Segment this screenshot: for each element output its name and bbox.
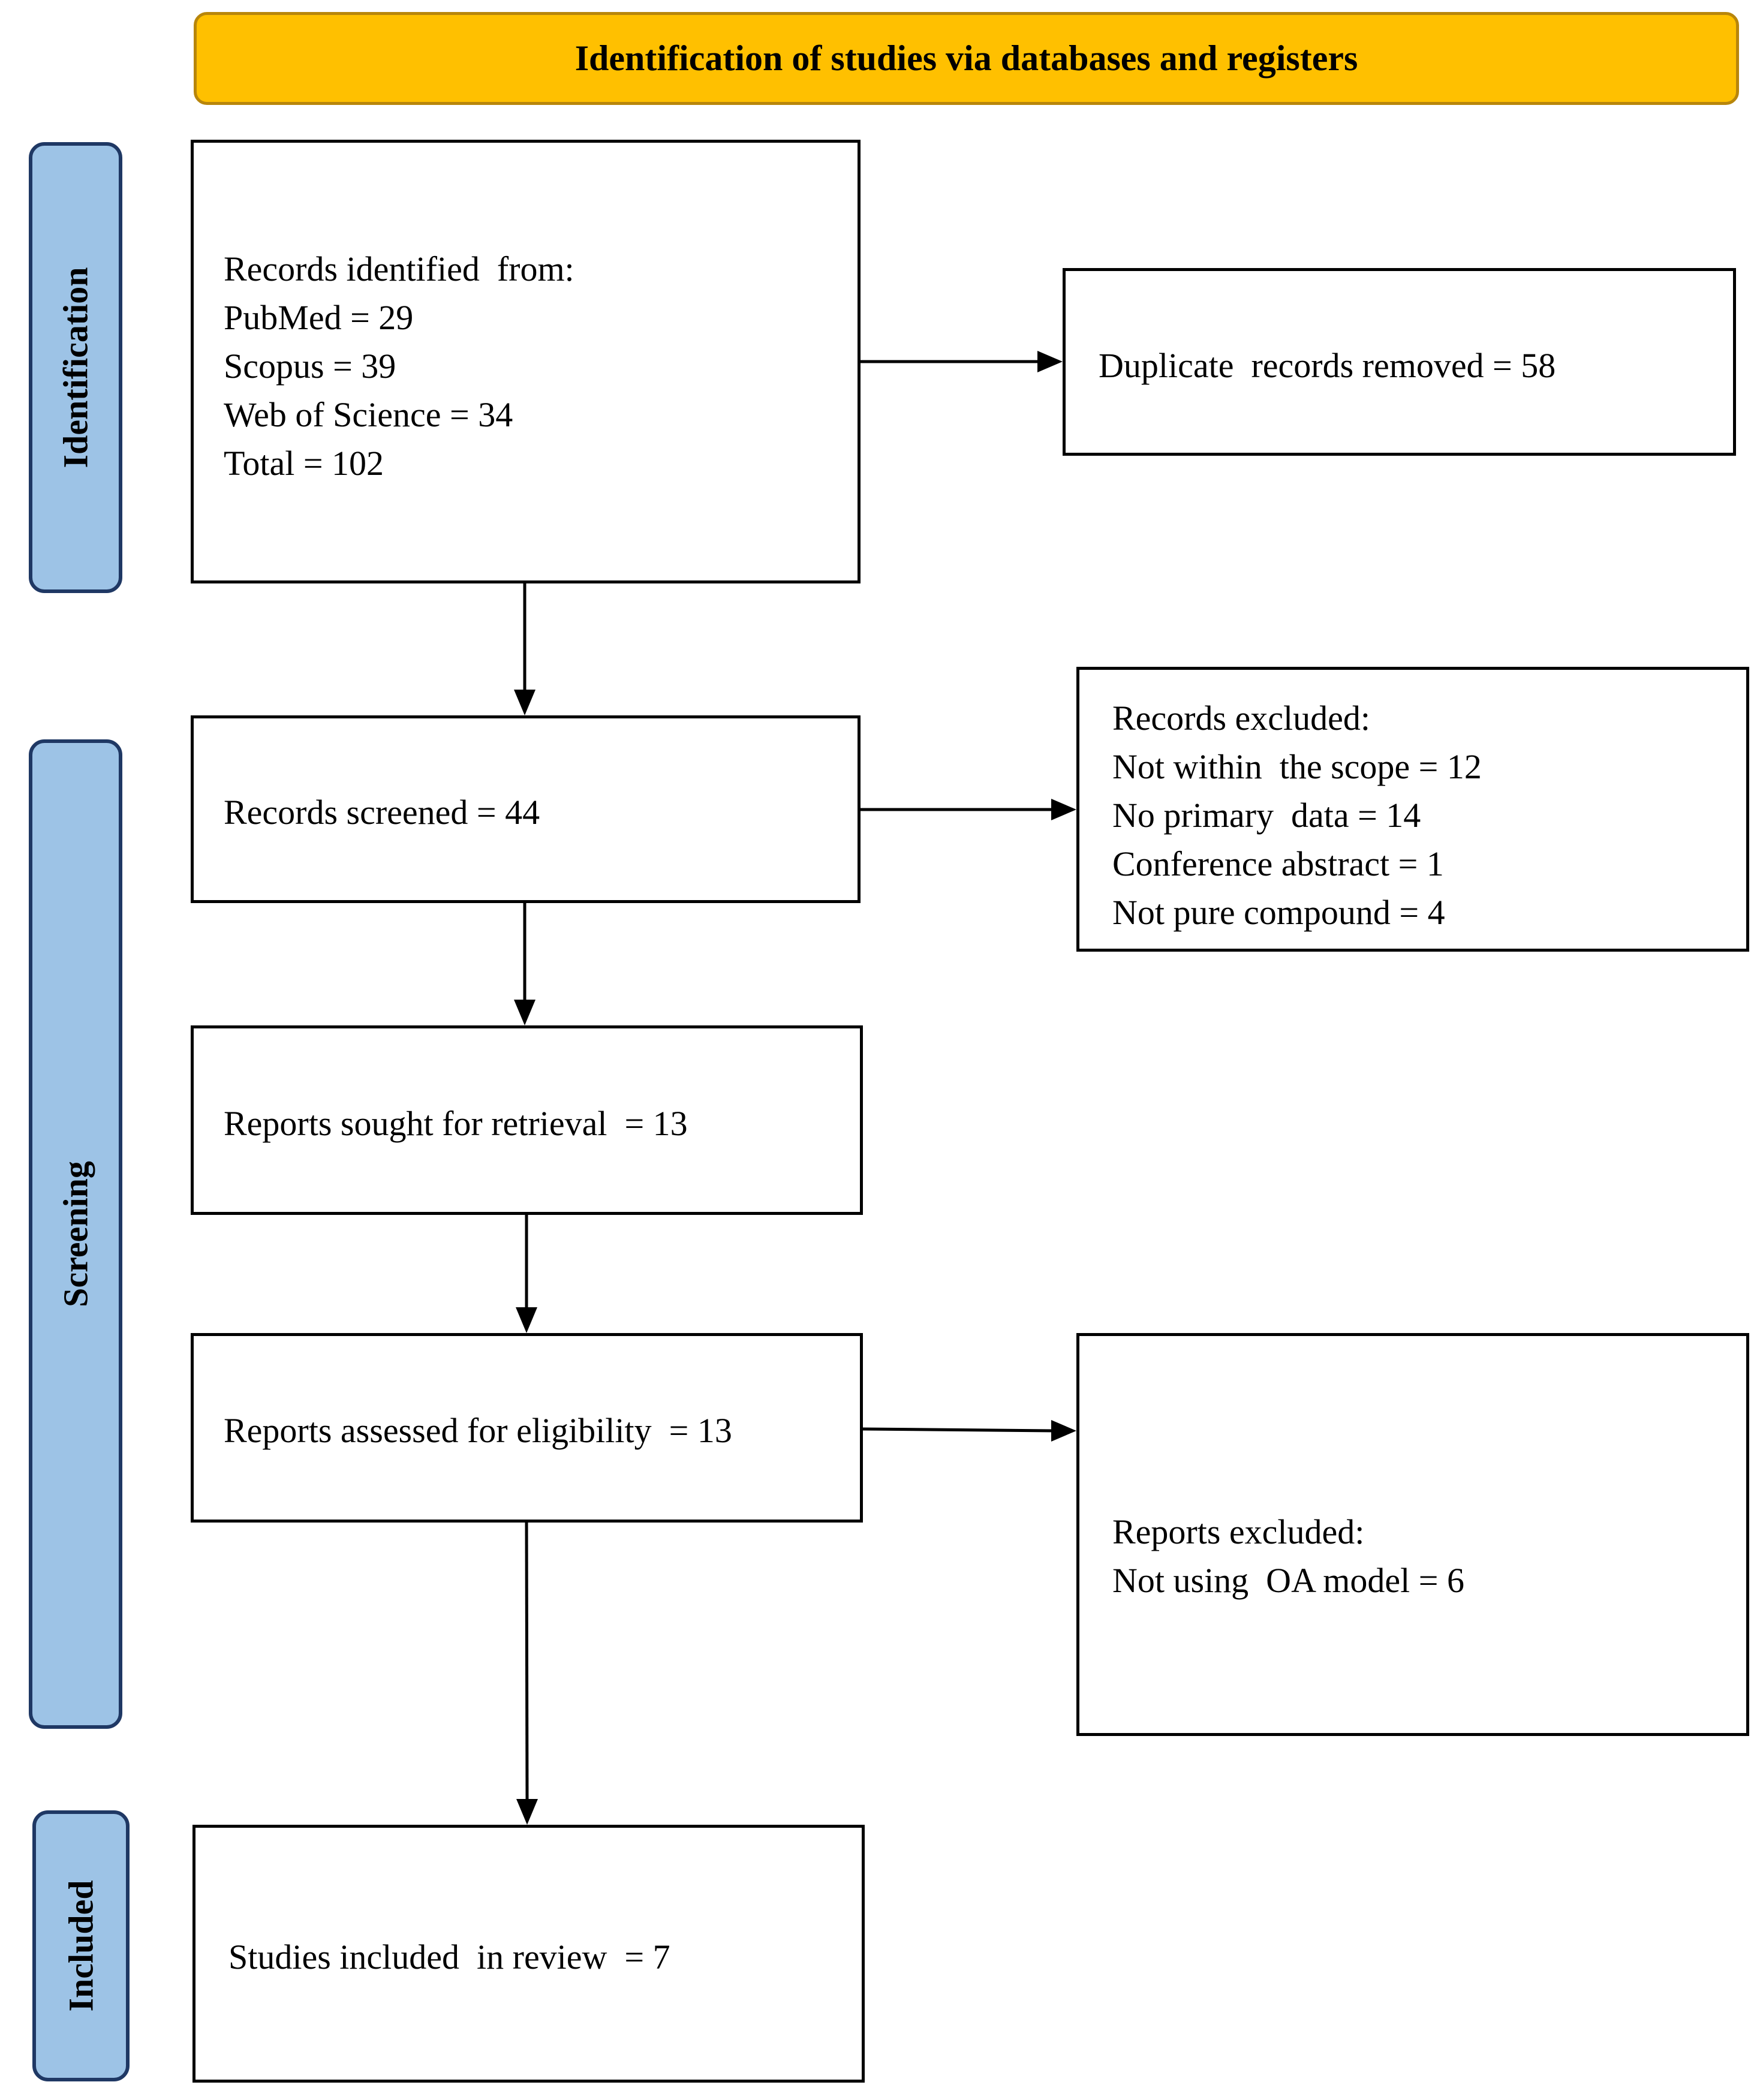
arrowhead-screened	[514, 690, 535, 715]
pubmed-count: PubMed = 29	[224, 298, 414, 337]
reports-excluded-box: Reports excluded: Not using OA model = 6	[1076, 1333, 1749, 1736]
web-of-science-count: Web of Science = 34	[224, 395, 513, 434]
excluded-not-using-oa-model: Not using OA model = 6	[1112, 1561, 1464, 1600]
arrowhead-duplicates	[1037, 351, 1063, 372]
records-identified-box: Records identified from: PubMed = 29 Sco…	[191, 140, 861, 583]
reports-assessed-box: Reports assessed for eligibility = 13	[191, 1333, 863, 1523]
studies-included-text: Studies included in review = 7	[228, 1937, 670, 1976]
records-identified-heading: Records identified from:	[224, 249, 574, 288]
reports-assessed-text: Reports assessed for eligibility = 13	[224, 1411, 732, 1450]
arrowhead-assessed	[516, 1307, 537, 1333]
records-screened-text: Records screened = 44	[224, 793, 540, 832]
reports-sought-box: Reports sought for retrieval = 13	[191, 1025, 863, 1215]
header-banner: Identification of studies via databases …	[194, 12, 1739, 105]
records-excluded-heading: Records excluded:	[1112, 699, 1371, 738]
arrowhead-reports-excluded	[1051, 1420, 1076, 1442]
phase-identification: Identification	[29, 142, 122, 593]
duplicates-removed-text: Duplicate records removed = 58	[1099, 346, 1556, 385]
phase-included: Included	[32, 1810, 130, 2081]
scopus-count: Scopus = 39	[224, 347, 396, 386]
total-count: Total = 102	[224, 444, 384, 483]
arrowhead-sought	[514, 1000, 535, 1025]
arrow-assessed-to-reports-excluded	[862, 1427, 1055, 1433]
header-title: Identification of studies via databases …	[574, 38, 1358, 78]
arrowhead-records-excluded	[1051, 799, 1076, 820]
excluded-conference-abstract: Conference abstract = 1	[1112, 844, 1444, 883]
reports-sought-text: Reports sought for retrieval = 13	[224, 1104, 688, 1143]
arrowhead-included	[516, 1799, 538, 1825]
records-screened-box: Records screened = 44	[191, 715, 861, 903]
excluded-not-in-scope: Not within the scope = 12	[1112, 747, 1482, 786]
records-excluded-box: Records excluded: Not within the scope =…	[1076, 667, 1749, 952]
phase-screening: Screening	[29, 739, 122, 1729]
duplicates-removed-box: Duplicate records removed = 58	[1063, 268, 1736, 456]
excluded-not-pure-compound: Not pure compound = 4	[1112, 893, 1445, 932]
studies-included-box: Studies included in review = 7	[192, 1825, 865, 2083]
excluded-no-primary-data: No primary data = 14	[1112, 796, 1421, 835]
reports-excluded-heading: Reports excluded:	[1112, 1512, 1365, 1551]
